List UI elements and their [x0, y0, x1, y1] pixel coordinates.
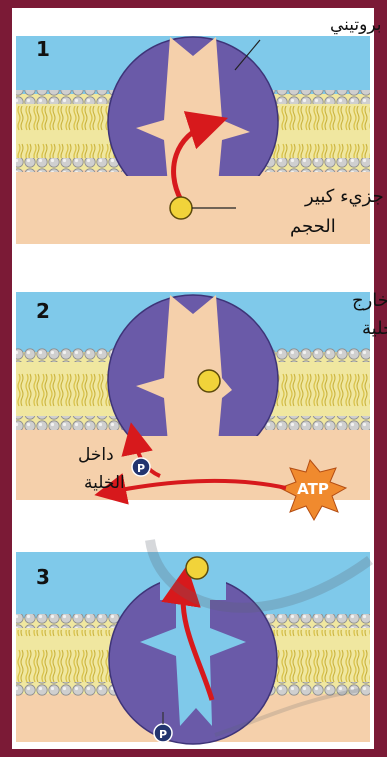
panel-1: 1 حامل بروتيني جزيء كبير الحجم — [16, 15, 387, 244]
molecule-label-line1: جزيء كبير — [304, 186, 384, 207]
panel-number: 3 — [36, 565, 50, 589]
molecule-icon — [186, 557, 208, 579]
phosphate-label: P — [159, 728, 167, 741]
atp-label: ATP — [297, 480, 329, 498]
panel-number: 1 — [36, 37, 50, 61]
panel-number: 2 — [36, 299, 50, 323]
phosphate-label: P — [137, 462, 145, 475]
inside-cell-label-line2: الخلية — [84, 473, 125, 493]
molecule-label-line2: الحجم — [290, 216, 336, 237]
carrier-protein — [108, 37, 278, 211]
protein-label: حامل بروتيني — [330, 15, 387, 35]
panel-3: P 3 — [16, 552, 370, 744]
outside-cell-label-line1: خارج — [352, 290, 387, 311]
molecule-icon — [170, 197, 192, 219]
molecule-icon — [198, 370, 220, 392]
inside-cell-label-line1: داخل — [78, 445, 114, 465]
outside-cell-label-line2: الخلية — [362, 318, 387, 339]
panel-2: ATP P 2 خارج الخلية داخل الخلية — [16, 290, 387, 520]
